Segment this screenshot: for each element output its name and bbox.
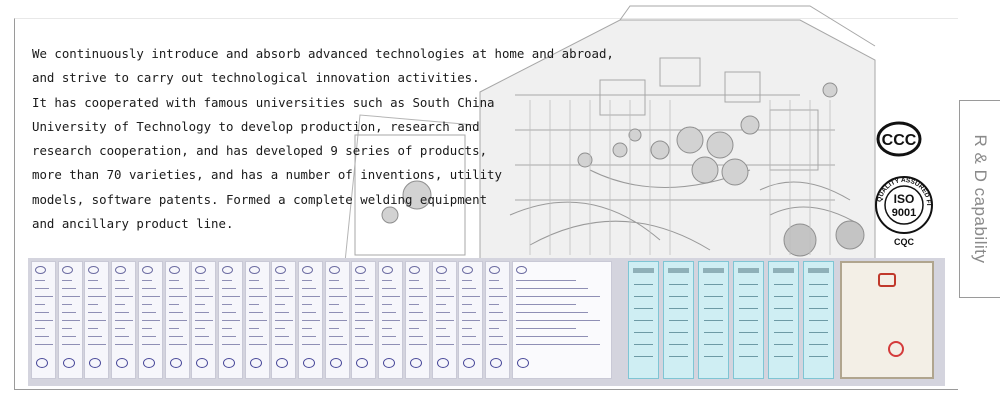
content-frame [14, 18, 958, 390]
intro-line: and strive to carry out technological in… [32, 70, 480, 86]
ccc-certificate [244, 261, 270, 379]
intro-line: research cooperation, and has developed … [32, 143, 488, 159]
software-copyright-certificate [732, 261, 764, 379]
intro-line: It has cooperated with famous universiti… [32, 94, 495, 110]
ccc-certificate [378, 261, 404, 379]
intro-line: We continuously introduce and absorb adv… [32, 46, 614, 61]
ip-management-certificate [839, 261, 934, 379]
ccc-certificate [164, 261, 190, 379]
intro-text: We continuously introduce and absorb adv… [32, 42, 614, 236]
ccc-certificate [191, 261, 217, 379]
cqc-label: CQC [894, 237, 915, 247]
software-copyright-certificate [767, 261, 799, 379]
intro-line: more than 70 varieties, and has a number… [32, 167, 502, 183]
certification-logos: CCC QUALITY ASSURED FIRM ISO 9001 CQC [873, 115, 943, 255]
ccc-certificate [31, 261, 56, 379]
ccc-certificate [271, 261, 297, 379]
ccc-certificate [84, 261, 110, 379]
software-copyright-certificate [627, 261, 659, 379]
ccc-certificate [511, 261, 612, 379]
ccc-certificate [217, 261, 243, 379]
ccc-certificate [137, 261, 163, 379]
intro-line: models, software patents. Formed a compl… [32, 191, 488, 207]
ccc-certificate [351, 261, 377, 379]
ccc-mark-icon: CCC [876, 121, 922, 157]
iso-9001-badge-icon: QUALITY ASSURED FIRM ISO 9001 CQC [873, 173, 933, 247]
ccc-certificate [324, 261, 350, 379]
ccc-certificate [458, 261, 484, 379]
iso-label: ISO [894, 192, 915, 206]
ccc-certificate [484, 261, 510, 379]
ccc-mark-text: CCC [882, 132, 917, 149]
ccc-certificate [111, 261, 137, 379]
ccc-certificate [57, 261, 83, 379]
certificate-strip [28, 258, 945, 386]
software-copyright-certificate [697, 261, 729, 379]
section-title: R & D capability [971, 134, 990, 264]
ccc-certificate [431, 261, 457, 379]
welding-machine-illustration [344, 5, 876, 262]
intro-line: and ancillary product line. [32, 216, 234, 232]
ccc-certificate [298, 261, 323, 379]
intro-line: University of Technology to develop prod… [32, 118, 480, 134]
software-copyright-certificate [802, 261, 834, 379]
software-copyright-certificate [662, 261, 694, 379]
section-title-tab: R & D capability [959, 100, 1000, 298]
iso-number: 9001 [892, 207, 916, 219]
ccc-certificate [404, 261, 430, 379]
